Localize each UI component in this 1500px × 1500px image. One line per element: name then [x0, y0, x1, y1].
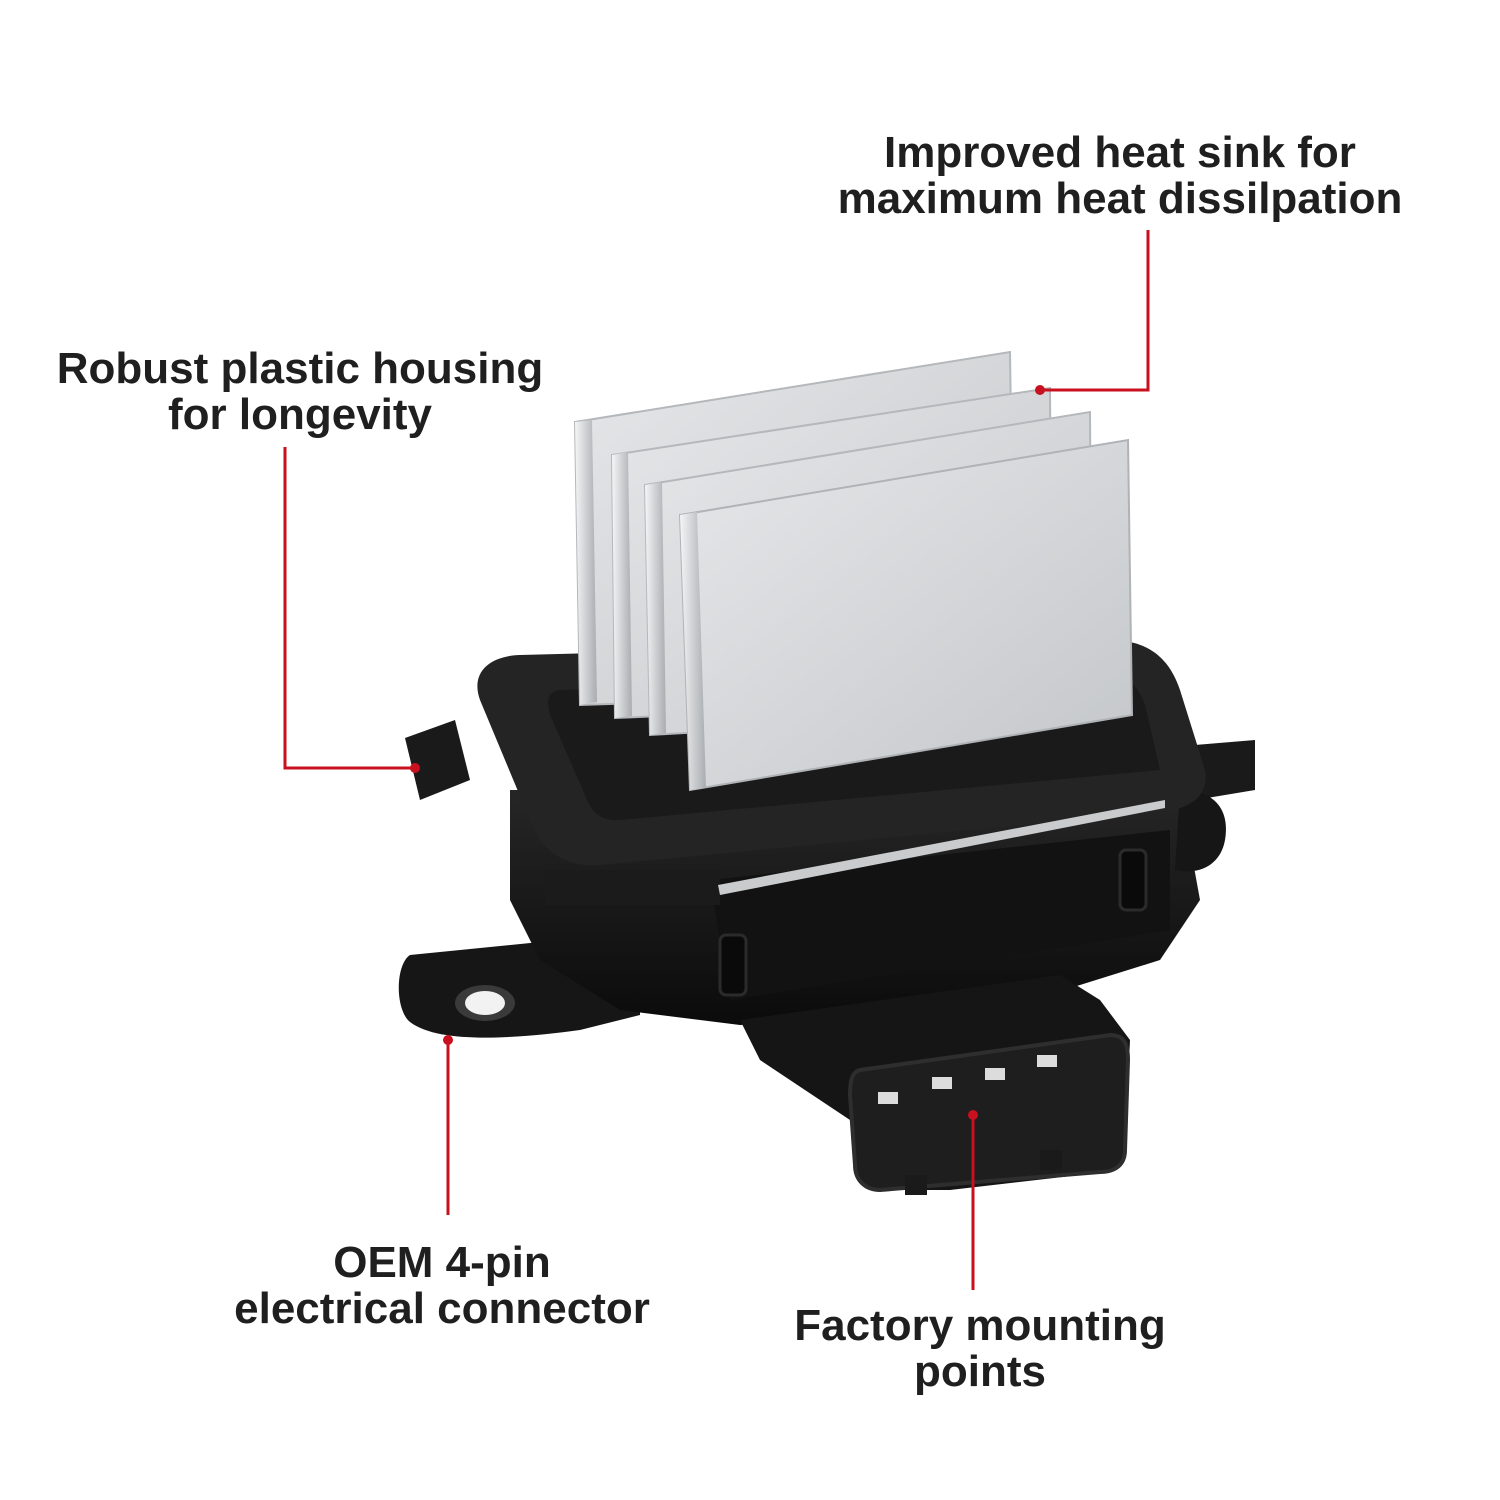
callout-housing-line2: for longevity	[167, 390, 433, 439]
leader-mounting	[968, 1110, 978, 1290]
callout-mounting: Factory mounting points	[780, 1303, 1180, 1395]
callout-connector-line2: electrical connector	[234, 1284, 650, 1333]
callout-heat-sink: Improved heat sink for maximum heat diss…	[820, 130, 1420, 222]
leader-connector	[443, 1035, 453, 1215]
callout-connector-line1: OEM 4-pin	[333, 1238, 551, 1287]
callout-mounting-line2: points	[914, 1347, 1046, 1396]
connector-plug	[740, 975, 1131, 1195]
callout-housing-line1: Robust plastic housing	[56, 344, 544, 393]
callout-connector: OEM 4-pin electrical connector	[222, 1240, 662, 1332]
leader-housing	[283, 447, 420, 773]
callout-heat-sink-line1: Improved heat sink for	[884, 128, 1356, 177]
leader-heat-sink	[1035, 230, 1150, 395]
callout-housing: Robust plastic housing for longevity	[40, 346, 560, 438]
heat-sink	[573, 350, 1134, 792]
callout-heat-sink-line2: maximum heat dissilpation	[837, 174, 1403, 223]
callout-mounting-line1: Factory mounting	[794, 1301, 1166, 1350]
